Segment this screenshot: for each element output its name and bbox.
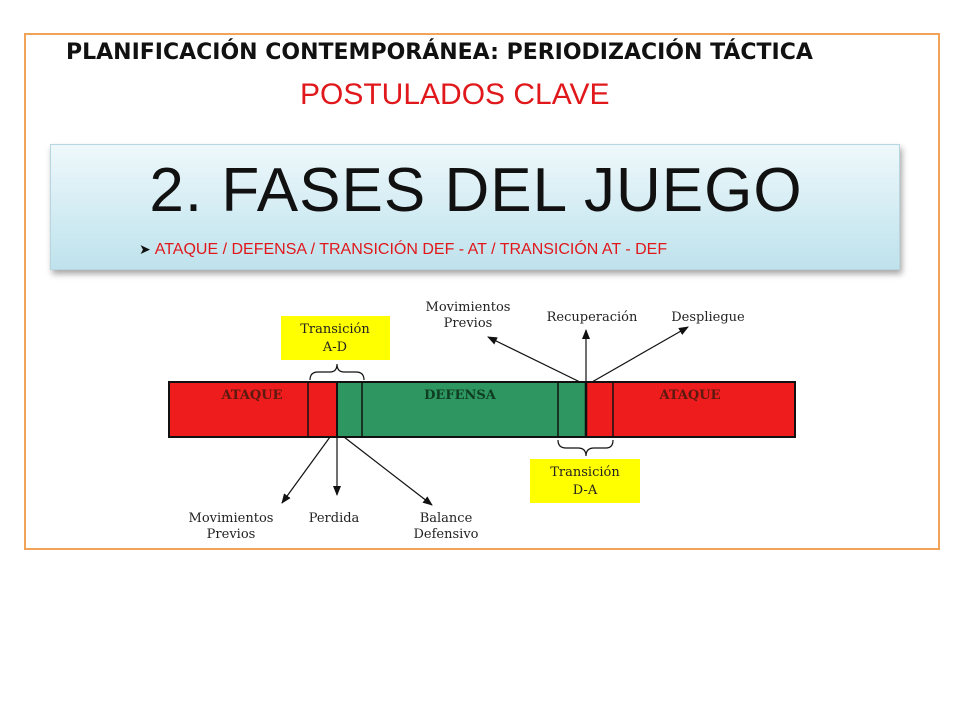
label-top-previous-moves-2: Previos [444,316,493,331]
bar-segment-defense [337,382,586,437]
label-defensive-balance-2: Defensivo [414,527,479,542]
label-top-previous-moves-1: Movimientos [426,300,511,315]
transition-da-box: Transición D-A [530,459,640,503]
section-banner: 2. FASES DEL JUEGO ➤ATAQUE / DEFENSA / T… [50,144,900,270]
arrow-recovery-to-previous-moves [487,336,581,383]
transition-ad-line1: Transición [300,322,370,337]
label-defensive-balance-1: Balance [420,511,473,526]
arrow-defensive-balance [343,436,433,506]
transition-da-line1: Transición [550,465,620,480]
banner-bullet-text: ATAQUE / DEFENSA / TRANSICIÓN DEF - AT /… [154,241,668,258]
transition-ad-box: Transición A-D [281,316,390,360]
label-bottom-previous-moves-2: Previos [207,527,256,542]
label-loss: Perdida [309,511,360,526]
bar-outline [168,381,796,438]
bar-segment-attack-left [169,382,337,437]
transition-da-brace [557,439,614,457]
arrow-loss-to-previous-moves [281,436,331,504]
phase-bar: ATAQUE DEFENSA ATAQUE [168,381,796,438]
banner-heading: 2. FASES DEL JUEGO [149,156,803,225]
transition-da-line2: D-A [573,483,598,498]
transition-ad-brace [309,363,365,381]
banner-bullet: ➤ATAQUE / DEFENSA / TRANSICIÓN DEF - AT … [139,241,667,259]
bar-label-attack-right: ATAQUE [659,388,721,403]
arrow-deployment [591,326,689,383]
label-deployment: Despliegue [671,310,745,325]
slide-subtitle: POSTULADOS CLAVE [300,78,610,111]
bar-segment-attack-right [586,382,795,437]
slide-frame [24,33,940,550]
label-recovery: Recuperación [547,310,638,325]
arrowhead-bullet-icon: ➤ [139,241,151,257]
bar-label-attack-left: ATAQUE [221,388,283,403]
transition-ad-line2: A-D [322,340,347,355]
label-bottom-previous-moves-1: Movimientos [189,511,274,526]
slide-title: PLANIFICACIÓN CONTEMPORÁNEA: PERIODIZACI… [66,40,813,65]
bar-label-defense: DEFENSA [424,388,497,403]
